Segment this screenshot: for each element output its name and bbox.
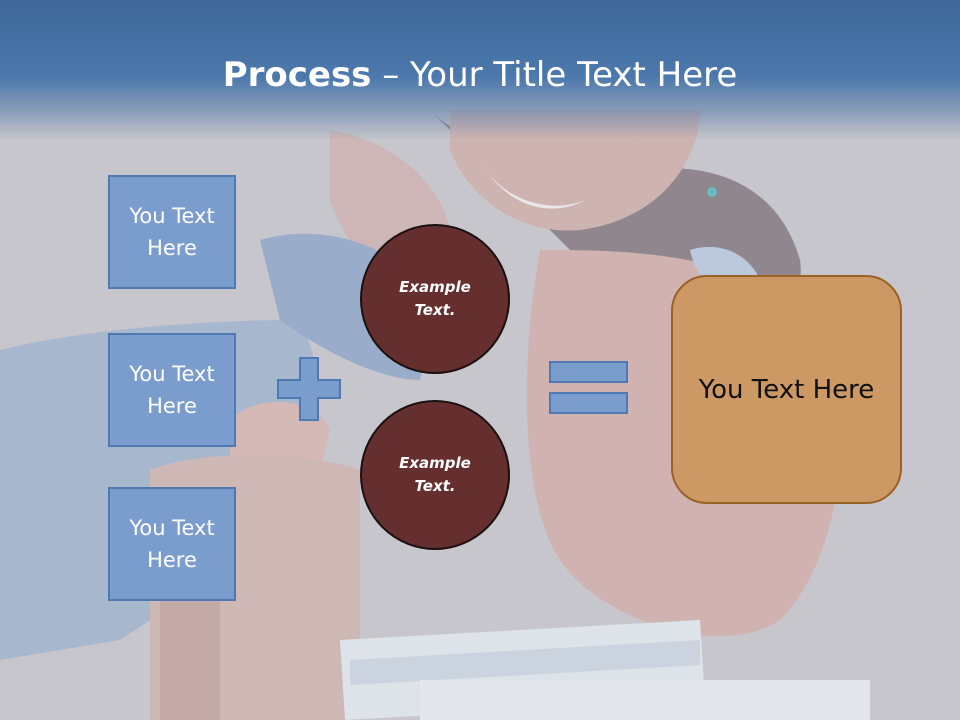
equals-icon xyxy=(549,361,628,414)
example-circle-2[interactable]: Example Text. xyxy=(360,400,510,550)
text-box-label: You Text Here xyxy=(129,204,215,260)
text-box-1[interactable]: You Text Here xyxy=(108,175,236,289)
text-box-label: You Text Here xyxy=(129,362,215,418)
text-box-label: You Text Here xyxy=(129,516,215,572)
example-circle-1[interactable]: Example Text. xyxy=(360,224,510,374)
plus-icon xyxy=(277,357,341,421)
text-box-3[interactable]: You Text Here xyxy=(108,487,236,601)
title-rest: – Your Title Text Here xyxy=(371,55,738,95)
header-band xyxy=(0,0,960,140)
circle-label: Example Text. xyxy=(399,278,471,319)
result-label: You Text Here xyxy=(698,374,875,405)
text-box-2[interactable]: You Text Here xyxy=(108,333,236,447)
result-box[interactable]: You Text Here xyxy=(671,275,902,504)
circle-label: Example Text. xyxy=(399,454,471,495)
title-bold: Process xyxy=(222,55,372,95)
slide-title: Process – Your Title Text Here xyxy=(0,52,960,98)
